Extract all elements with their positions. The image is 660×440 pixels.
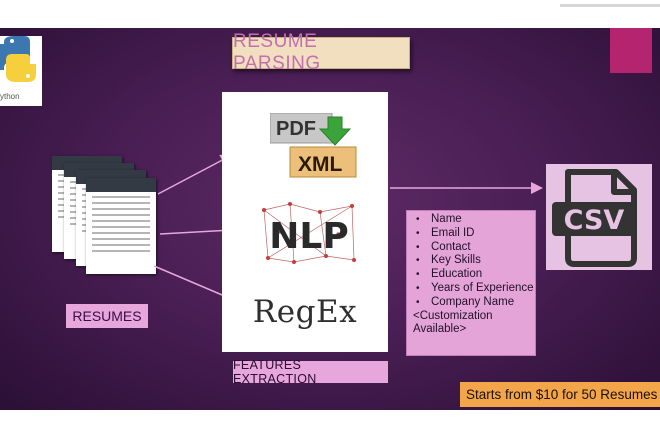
resumes-label: RESUMES	[66, 304, 148, 328]
python-logo-text: ython	[0, 92, 20, 101]
nlp-network-icon: NLP	[262, 202, 356, 264]
field-item: Key Skills	[416, 254, 535, 268]
slide: ython RESUME PARSING RESUMES P	[0, 28, 660, 410]
page-title: RESUME PARSING	[232, 31, 410, 74]
accent-tab	[610, 28, 652, 73]
extracted-fields-box: Name Email ID Contact Key Skills Educati…	[406, 210, 536, 356]
flow-arrows	[153, 154, 543, 303]
field-item: Contact	[416, 241, 535, 255]
arrow-to-pdf-xml	[157, 154, 233, 195]
customization-note: <Customization Available>	[413, 309, 493, 336]
python-icon	[0, 36, 36, 82]
fields-list: Name Email ID Contact Key Skills Educati…	[407, 213, 535, 310]
price-banner: Starts from $10 for 50 Resumes	[460, 382, 660, 407]
field-item: Email ID	[416, 227, 535, 241]
features-extraction-label: FEATURES EXTRACTION	[233, 358, 388, 386]
top-bar	[0, 0, 660, 28]
arrow-to-nlp	[159, 224, 235, 237]
csv-text: CSV	[564, 205, 625, 236]
arrow-to-regex	[153, 265, 237, 303]
nlp-text: NLP	[269, 216, 348, 257]
field-item: Company Name	[416, 296, 535, 310]
field-item: Education	[416, 268, 535, 282]
resume-document	[86, 178, 156, 274]
csv-file-icon: CSV	[552, 169, 637, 267]
bottom-bar	[0, 410, 660, 440]
field-item: Years of Experience	[416, 282, 535, 296]
pdf-to-xml-icon: PDF XML	[270, 113, 357, 178]
regex-label: RegEx	[252, 294, 358, 330]
python-logo: ython	[0, 36, 42, 106]
field-item: Name	[416, 213, 535, 227]
pdf-text: PDF	[276, 118, 316, 140]
scrollbar[interactable]	[560, 4, 660, 7]
xml-text: XML	[298, 153, 343, 176]
csv-output-panel: CSV	[546, 164, 652, 270]
